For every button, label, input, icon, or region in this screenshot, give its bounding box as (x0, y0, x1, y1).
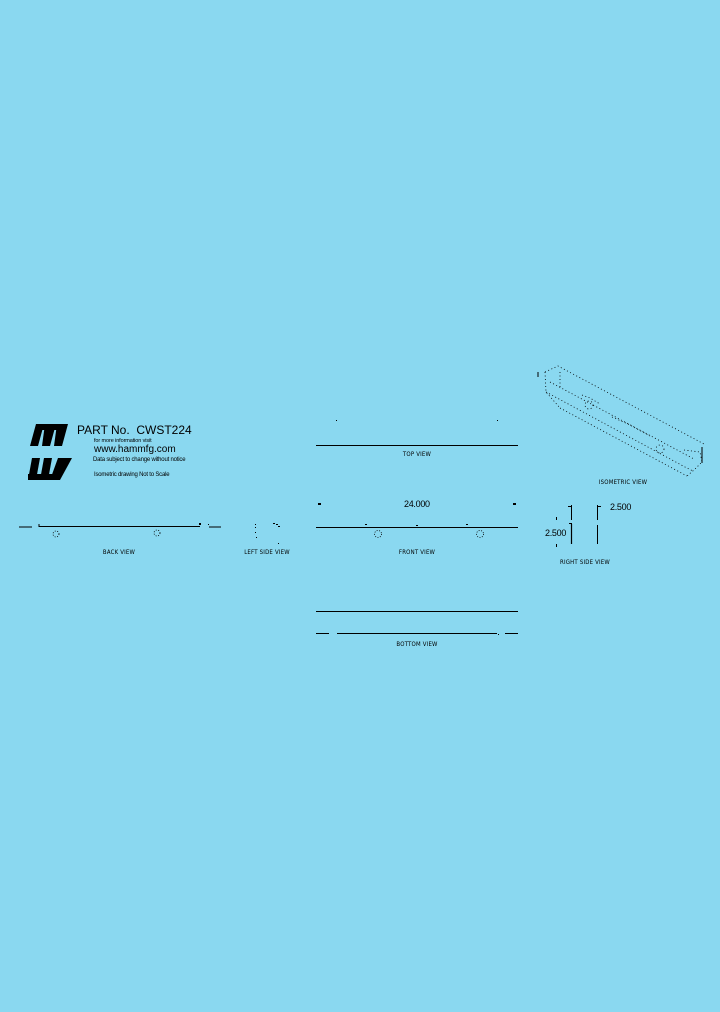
front-length-dimension: 24.000 (404, 499, 430, 509)
info-line: for more information visit (94, 438, 152, 444)
disclaimer-text: Data subject to change without notice (93, 457, 186, 463)
top-view-label: TOP VIEW (402, 451, 432, 458)
right-side-height-dimension: 2.500 (545, 528, 567, 538)
right-side-width-dimension: 2.500 (610, 502, 632, 512)
scale-note: Isometric drawing Not to Scale (94, 472, 170, 478)
part-number: CWST224 (136, 423, 192, 437)
isometric-view-label: ISOMETRIC VIEW (598, 479, 648, 486)
front-view-label: FRONT VIEW (398, 549, 436, 556)
bottom-view-label: BOTTOM VIEW (396, 641, 438, 648)
website-link[interactable]: www.hammfg.com (94, 444, 176, 455)
right-side-view-label: RIGHT SIDE VIEW (560, 559, 610, 566)
back-view-label: BACK VIEW (102, 549, 136, 556)
left-side-view-label: LEFT SIDE VIEW (244, 549, 290, 556)
part-number-line: PART No. CWST224 (77, 423, 192, 437)
hammond-logo-icon (28, 424, 72, 480)
part-label: PART No. (77, 423, 130, 437)
